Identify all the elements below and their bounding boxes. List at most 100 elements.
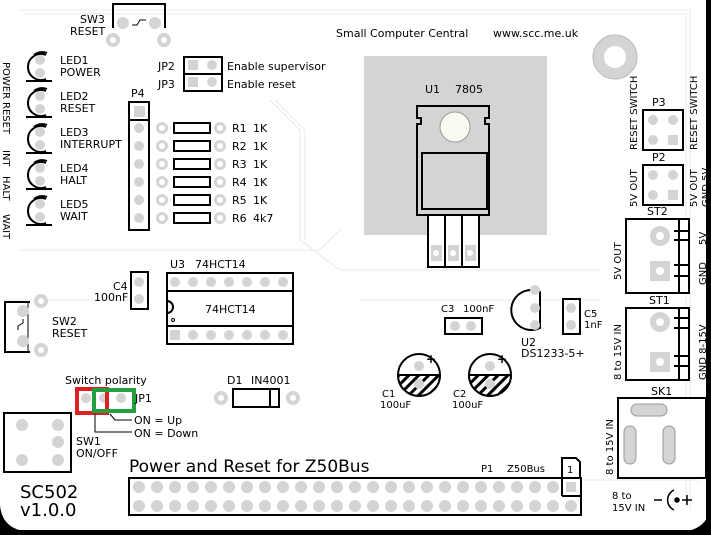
u3-pin	[242, 330, 252, 340]
p1-pin	[475, 481, 487, 493]
d1-diode	[214, 388, 300, 408]
sw3-reset-switch[interactable]	[106, 3, 171, 47]
sw2-ref: SW2	[52, 315, 77, 328]
p1-pin	[295, 500, 307, 512]
p1-pin	[259, 500, 271, 512]
maker-label: Small Computer Central	[336, 27, 468, 40]
p1-pin	[367, 481, 379, 493]
c1-capacitor: +	[396, 352, 442, 397]
p1-pin	[313, 481, 325, 493]
st2-terminal[interactable]	[625, 218, 690, 294]
sw2-reset-switch[interactable]	[4, 294, 48, 357]
p1-pin	[421, 500, 433, 512]
u3-body-label: 74HCT14	[205, 303, 256, 316]
side-label: WAIT	[0, 214, 11, 240]
p3-right-label: RESET SWITCH	[689, 76, 700, 150]
p1-pin	[133, 500, 145, 512]
resistor-value: 1K	[253, 176, 268, 189]
p1-pin	[205, 481, 217, 493]
p2-ref: P2	[652, 151, 666, 164]
p1-pin	[313, 500, 325, 512]
u3-ref: U3	[170, 258, 185, 271]
p4-header[interactable]	[128, 101, 150, 231]
p1-pin	[403, 500, 415, 512]
u2-value: DS1233-5+	[521, 347, 585, 360]
u3-pin1	[170, 330, 180, 340]
sk1-dc-jack[interactable]	[617, 397, 707, 479]
jp2-jumper[interactable]	[183, 56, 223, 75]
c1-ref: C1	[382, 389, 395, 400]
sw2-label: RESET	[52, 327, 88, 340]
sw1-power-switch[interactable]	[3, 412, 72, 473]
st2-pin1-label: 5V	[698, 232, 709, 245]
p1-pin	[457, 500, 469, 512]
led-label: WAIT	[60, 210, 88, 223]
led-label: POWER	[60, 66, 101, 79]
led-3	[26, 123, 52, 154]
led-ref: LED4	[60, 162, 89, 175]
jp3-jumper[interactable]	[183, 73, 223, 92]
resistor-r1	[156, 122, 226, 134]
side-label: HALT	[0, 176, 11, 202]
board-name: SC502	[20, 482, 78, 503]
p1-value: Z50Bus	[507, 464, 545, 475]
p1-pin	[133, 481, 145, 493]
p1-pin	[385, 500, 397, 512]
resistor-ref: R5	[232, 194, 247, 207]
p1-pin	[385, 481, 397, 493]
led-2	[26, 87, 52, 118]
board-title: Power and Reset for Z50Bus	[129, 457, 370, 477]
jp1-jumper[interactable]	[75, 387, 136, 415]
jp2-label: Enable supervisor	[227, 60, 326, 73]
resistor-r2	[156, 140, 226, 152]
p1-pin	[223, 481, 235, 493]
u3-pin	[260, 330, 270, 340]
p1-pin	[277, 500, 289, 512]
p3-header[interactable]	[642, 109, 684, 151]
svg-text:+: +	[426, 352, 436, 366]
p2-header[interactable]	[642, 164, 684, 206]
p3-left-label: RESET SWITCH	[629, 76, 640, 150]
p3-ref: P3	[652, 96, 666, 109]
sw3-ref: SW3	[80, 13, 105, 26]
resistor-ref: R3	[232, 158, 247, 171]
c4-capacitor	[130, 271, 149, 310]
u3-ic	[166, 272, 294, 345]
p1-pin	[169, 481, 181, 493]
st1-terminal[interactable]	[625, 307, 690, 381]
p1-pin1-label: 1	[567, 465, 573, 476]
u3-value: 74HCT14	[195, 258, 246, 271]
p1-pin	[547, 500, 559, 512]
jp1-on-up: ON = Up	[134, 414, 182, 427]
led-label: RESET	[60, 102, 96, 115]
jp3-ref: JP3	[157, 78, 175, 91]
p1-pin	[277, 481, 289, 493]
resistor-value: 1K	[253, 122, 268, 135]
p1-pin	[511, 500, 523, 512]
jp2-ref: JP2	[157, 60, 175, 73]
u3-pin	[224, 277, 234, 287]
u3-pin	[260, 277, 270, 287]
sk1-legend-line1: 8 to	[612, 491, 632, 502]
c2-capacitor: +	[467, 352, 513, 397]
resistor-value: 4k7	[253, 212, 273, 225]
p2-right-top-label: 5V OUT	[689, 168, 700, 207]
d1-value: IN4001	[251, 374, 290, 387]
resistor-value: 1K	[253, 140, 268, 153]
svg-text:+: +	[497, 352, 507, 366]
c5-capacitor	[562, 298, 581, 335]
p1-bus-connector[interactable]	[128, 457, 582, 516]
st1-side-label: 8 to 15V IN	[613, 324, 624, 380]
jp1-leader-lines	[94, 413, 132, 433]
sw3-label: RESET	[70, 25, 106, 38]
resistor-r3	[156, 158, 226, 170]
side-label: POWER	[0, 62, 11, 99]
p4-pin	[134, 123, 144, 133]
led-label: INTERRUPT	[60, 138, 122, 151]
c3-value: 100nF	[463, 304, 494, 315]
p1-ref: P1	[481, 464, 493, 475]
p1-pin	[421, 481, 433, 493]
c2-value: 100uF	[452, 400, 483, 411]
side-label: INT	[0, 150, 11, 167]
